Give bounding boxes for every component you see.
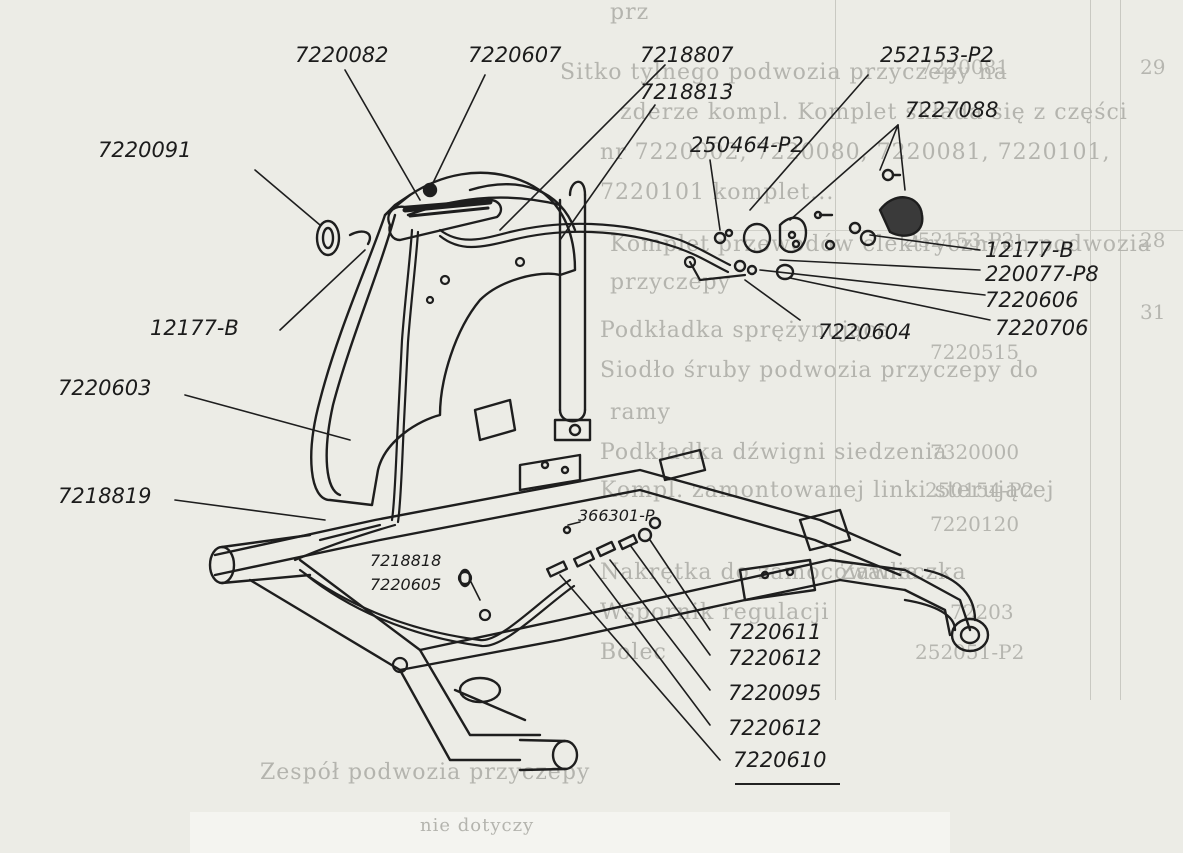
part-label: 12177-B bbox=[985, 238, 1074, 262]
footer-strip bbox=[190, 812, 950, 853]
part-label: 7220706 bbox=[995, 316, 1089, 340]
table-divider bbox=[1120, 0, 1121, 700]
footer-text: nie dotyczy bbox=[420, 815, 535, 836]
table-divider bbox=[560, 230, 1183, 231]
background-code: 250154-P2 bbox=[925, 478, 1035, 502]
wiring-harness bbox=[390, 222, 747, 524]
part-label: 12177-B bbox=[150, 316, 239, 340]
part-label: 7220610 bbox=[733, 748, 827, 772]
mudguard bbox=[310, 171, 577, 507]
leader-lines bbox=[174, 64, 991, 761]
part-label: 7220082 bbox=[295, 43, 389, 67]
background-code: 7320000 bbox=[930, 440, 1020, 464]
tail-lamp-housing bbox=[387, 182, 503, 242]
background-text: Zespół podwozia przyczepy bbox=[260, 760, 591, 785]
background-code: 31 bbox=[1140, 300, 1166, 324]
clips bbox=[315, 219, 472, 588]
background-text: Kompl. zamontowanej linki sterującej bbox=[600, 478, 1055, 503]
background-code: 7220120 bbox=[930, 512, 1020, 536]
background-text: zderze kompl. Komplet składa się z częśc… bbox=[620, 100, 1128, 125]
part-label: 7220606 bbox=[985, 288, 1079, 312]
background-text: przyczepy bbox=[610, 270, 732, 295]
lower-wiring bbox=[293, 523, 576, 674]
part-label: 252153-P2 bbox=[880, 43, 994, 67]
connector-parts bbox=[545, 516, 662, 578]
table-divider bbox=[1090, 0, 1091, 700]
part-label: 7218807 bbox=[640, 43, 734, 67]
part-label: 7227088 bbox=[905, 98, 999, 122]
background-text: Wspornik regulacji bbox=[600, 600, 830, 625]
part-label: 220077-P8 bbox=[985, 262, 1099, 286]
background-text: prz bbox=[610, 0, 650, 25]
part-label: 7218819 bbox=[58, 484, 152, 508]
background-text: nr 7220002, 7220080, 7220081, 7220101, bbox=[600, 140, 1111, 165]
part-label: 7220611 bbox=[728, 620, 822, 644]
part-label: 366301-P bbox=[578, 506, 655, 525]
background-text: Siodło śruby podwozia przyczepy do bbox=[600, 358, 1039, 383]
background-text: Podkładka sprężynująca bbox=[600, 318, 891, 343]
background-code: 7220081 bbox=[920, 55, 1010, 79]
part-label: 250464-P2 bbox=[690, 133, 804, 157]
seat-post bbox=[553, 180, 592, 442]
table-divider bbox=[835, 0, 836, 700]
background-text: 7220101 komplet... bbox=[600, 180, 835, 205]
part-label: 7218813 bbox=[640, 80, 734, 104]
part-label: 7220604 bbox=[818, 320, 912, 344]
background-text: Podkładka dźwigni siedzenia bbox=[600, 440, 948, 465]
part-label: 7220612 bbox=[728, 716, 822, 740]
part-label: 7220605 bbox=[370, 575, 442, 594]
background-text: Sitko tylnego podwozia przyczepy na bbox=[560, 60, 1008, 85]
tube-ends bbox=[208, 533, 990, 772]
part-label: 7220607 bbox=[468, 43, 562, 67]
part-label: 7220612 bbox=[728, 646, 822, 670]
label-underline bbox=[735, 783, 840, 785]
part-label: 7218818 bbox=[370, 551, 442, 570]
background-text: ramy bbox=[610, 400, 671, 425]
mounting-plates bbox=[473, 398, 852, 602]
background-code: 7220515 bbox=[930, 340, 1020, 364]
background-code: 29 bbox=[1140, 55, 1166, 79]
background-code: 28 bbox=[1140, 228, 1166, 252]
part-label: 7220095 bbox=[728, 681, 822, 705]
part-label: 7220603 bbox=[58, 376, 152, 400]
part-label: 7220091 bbox=[98, 138, 192, 162]
